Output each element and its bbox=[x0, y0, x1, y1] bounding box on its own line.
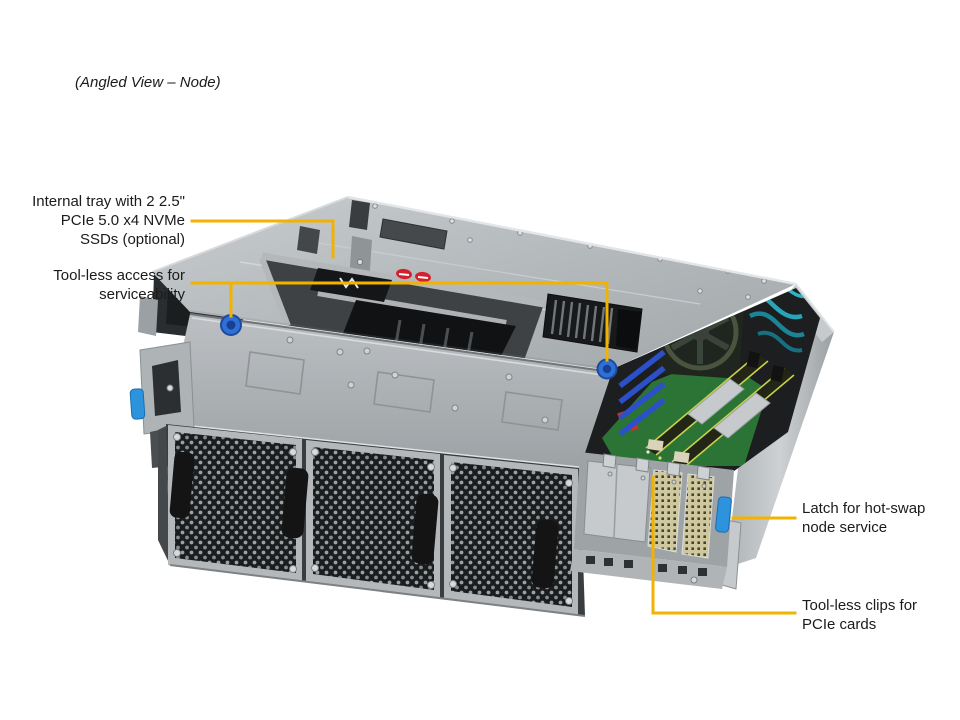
pcie-riser-cards bbox=[645, 351, 795, 470]
cover-slot-opening bbox=[379, 218, 448, 250]
callout-line-tool-less-access bbox=[190, 281, 609, 362]
shelf-embosses bbox=[245, 351, 563, 431]
callout-label-tool-less-access: Tool-less access for serviceability bbox=[53, 267, 185, 303]
figure-title: (Angled View – Node) bbox=[75, 74, 221, 91]
ssd-tray-openings bbox=[259, 252, 545, 370]
motherboard-compartment bbox=[578, 288, 820, 474]
fan-module bbox=[168, 425, 302, 581]
fan-module bbox=[306, 440, 440, 598]
callout-label-node-latch: Latch for hot-swap node service bbox=[802, 500, 926, 536]
callout-label-internal-tray: Internal tray with 2 2.5" PCIe 5.0 x4 NV… bbox=[32, 193, 185, 248]
fan-screws bbox=[173, 433, 573, 605]
fan-modules bbox=[166, 424, 586, 617]
callout-line-internal-tray bbox=[190, 219, 335, 259]
callout-label-pcie-clips: Tool-less clips for PCIe cards bbox=[802, 597, 918, 633]
thumbscrew-front bbox=[220, 314, 242, 336]
pcie-clips-area bbox=[602, 453, 711, 489]
shelf-screws bbox=[286, 336, 549, 424]
thumbscrew-rear bbox=[596, 358, 618, 380]
pcie-slot-cover bbox=[681, 473, 715, 559]
callout-line-pcie-clips bbox=[651, 475, 797, 615]
front-left-latch bbox=[129, 388, 146, 420]
fan-module bbox=[444, 455, 578, 615]
fan-handles bbox=[169, 451, 559, 589]
red-arrow-stickers bbox=[396, 268, 431, 283]
heatsink-cutout bbox=[542, 293, 643, 353]
callout-lines bbox=[190, 219, 797, 615]
node-latch bbox=[715, 496, 732, 533]
dimm-slots bbox=[618, 349, 666, 437]
